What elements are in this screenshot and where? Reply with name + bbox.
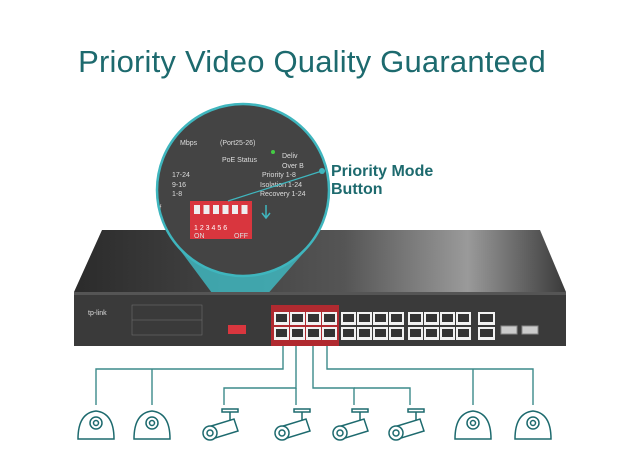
svg-text:Recovery 1-24: Recovery 1-24 [260,191,306,198]
dip-toggle [203,205,210,214]
svg-text:Priority 1-8: Priority 1-8 [262,172,296,179]
svg-text:9-16: 9-16 [172,182,186,189]
connection-lines [95,346,534,405]
port-block [274,312,495,340]
svg-text:17-24: 17-24 [172,172,190,179]
dome-camera-icon [514,410,552,440]
led-panel [131,304,203,336]
svg-text:Deliv: Deliv [282,153,298,160]
arrow-down-icon [261,205,271,220]
bullet-camera-icon [332,408,369,441]
dip-toggle [241,205,248,214]
dip-toggle [222,205,229,214]
svg-text:1-8: 1-8 [172,191,182,198]
svg-text:OFF: OFF [234,233,248,240]
callout-line2: Button [331,181,383,198]
svg-text:Mbps: Mbps [180,140,198,147]
bullet-camera-icon [202,408,239,441]
dip-toggle [232,205,238,214]
page-title: Priority Video Quality Guaranteed [78,44,546,79]
dip-toggle [213,205,219,214]
dome-camera-icon [77,410,115,440]
priority-mode-callout: Priority Mode Button [331,163,433,199]
svg-text:Over B: Over B [282,163,304,170]
sfp-port-1 [500,325,518,335]
brand-logo: tp-link [88,310,107,317]
svg-text:Isolation 1-24: Isolation 1-24 [260,182,302,189]
svg-text:PoE Status: PoE Status [222,157,258,164]
bullet-camera-icon [274,408,311,441]
callout-line1: Priority Mode [331,163,434,180]
magnifier: Mbps (Port25-26) PoE Status Deliv Over B… [157,104,329,276]
bullet-camera-icon [388,408,425,441]
switch-top [74,230,566,292]
svg-text:1 2 3 4 5 6: 1 2 3 4 5 6 [194,225,227,232]
svg-text:(Port25-26): (Port25-26) [220,140,255,147]
sfp-port-2 [521,325,539,335]
svg-text:ON: ON [194,233,205,240]
dome-camera-icon [454,410,492,440]
dip-switch-small [228,325,246,334]
dip-toggle [194,205,200,214]
dome-camera-icon [133,410,171,440]
callout-line [227,170,323,202]
